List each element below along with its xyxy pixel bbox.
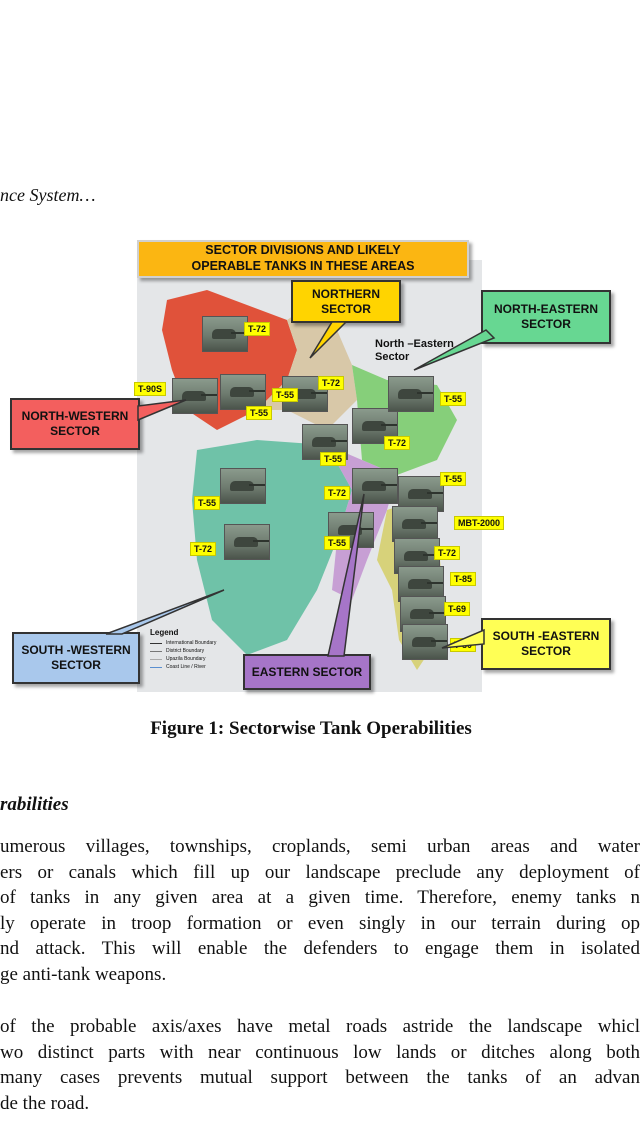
tank-label: T-90S: [134, 382, 167, 396]
legend-title: Legend: [150, 628, 179, 637]
legend-item-label: Upazila Boundary: [166, 656, 206, 662]
text-line: of the probable axis/axes have metal roa…: [0, 1016, 640, 1037]
tank-label: T-85: [450, 572, 477, 586]
south-eastern-sector-callout: SOUTH -EASTERN SECTOR: [481, 618, 611, 670]
map-legend: Legend International Boundary District B…: [150, 628, 240, 671]
text-line: nd attack. This will enable the defender…: [0, 938, 640, 959]
tank-image: [220, 468, 266, 504]
tank-label: T-55: [272, 388, 299, 402]
tank-label: T-72: [324, 486, 351, 500]
tank-label: T-55: [440, 392, 467, 406]
figure-title: SECTOR DIVISIONS AND LIKELY OPERABLE TAN…: [137, 240, 469, 278]
legend-item-label: District Boundary: [166, 648, 205, 654]
tank-image: [392, 506, 438, 542]
text-line: of tanks in any given area at a given ti…: [0, 887, 640, 908]
tank-label: T-55: [320, 452, 347, 466]
text-line: wo distinct parts with near continuous l…: [0, 1041, 640, 1063]
tank-label: T-55: [194, 496, 221, 510]
south-western-sector-callout: SOUTH -WESTERN SECTOR: [12, 632, 140, 684]
legend-item: District Boundary: [150, 647, 240, 655]
tank-label: T-69: [444, 602, 471, 616]
running-head: nce System…: [0, 185, 96, 205]
eastern-sector-callout: EASTERN SECTOR: [243, 654, 371, 690]
paragraph-2: of the probable axis/axes have metal roa…: [0, 1014, 640, 1116]
tank-image: [172, 378, 218, 414]
tank-image: [402, 624, 448, 660]
north-eastern-sector-callout: NORTH-EASTERN SECTOR: [481, 290, 611, 344]
tank-label: T-55: [440, 472, 467, 486]
north-western-sector-callout: NORTH-WESTERN SECTOR: [10, 398, 140, 450]
legend-item-label: International Boundary: [166, 640, 217, 646]
tank-image: [220, 374, 266, 410]
figure-caption: Figure 1: Sectorwise Tank Operabilities: [150, 718, 472, 739]
tank-label: T-72: [384, 436, 411, 450]
text-line: ge anti-tank weapons.: [0, 963, 167, 985]
sector-map-figure: SECTOR DIVISIONS AND LIKELY OPERABLE TAN…: [10, 238, 612, 692]
north-eastern-region-label: North –Eastern Sector: [375, 338, 454, 364]
tank-image: [388, 376, 434, 412]
line-swatch-icon: [150, 666, 162, 668]
legend-item: Coast Line / River: [150, 663, 240, 671]
tank-label: T-80: [450, 638, 477, 652]
legend-item: International Boundary: [150, 639, 240, 647]
text-line: de the road.: [0, 1092, 90, 1114]
section-heading: rabilities: [0, 794, 69, 815]
legend-item: Upazila Boundary: [150, 655, 240, 663]
tank-label: MBT-2000: [454, 516, 505, 530]
text-line: ers or canals which fill up our landscap…: [0, 861, 640, 883]
text-line: ly operate in troop formation or even si…: [0, 912, 640, 934]
tank-image: [202, 316, 248, 352]
line-swatch-icon: [150, 650, 162, 652]
tank-label: T-55: [246, 406, 273, 420]
tank-label: T-72: [244, 322, 271, 336]
northern-sector-callout: NORTHERN SECTOR: [291, 280, 401, 323]
legend-item-label: Coast Line / River: [166, 664, 206, 670]
text-line: many cases prevents mutual support betwe…: [0, 1067, 640, 1088]
paragraph-1: umerous villages, townships, croplands, …: [0, 834, 640, 987]
tank-image: [224, 524, 270, 560]
tank-label: T-72: [190, 542, 217, 556]
tank-label: T-72: [318, 376, 345, 390]
text-line: umerous villages, townships, croplands, …: [0, 836, 640, 857]
line-swatch-icon: [150, 642, 162, 644]
line-swatch-icon: [150, 658, 162, 660]
tank-label: T-72: [434, 546, 461, 560]
tank-label: T-55: [324, 536, 351, 550]
tank-image: [352, 468, 398, 504]
